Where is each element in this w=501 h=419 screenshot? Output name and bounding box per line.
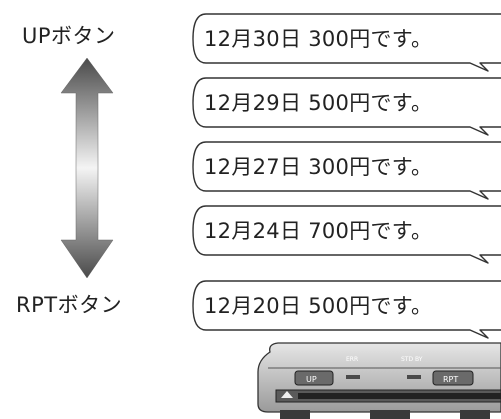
rpt-button-label: RPTボタン [16, 293, 123, 317]
message-1: 12月30日 300円です。 [204, 27, 433, 51]
speech-bubble-2 [192, 77, 501, 136]
speech-bubble-3 [192, 141, 501, 200]
err-indicator-label: ERR [346, 356, 358, 363]
stdby-indicator-label: STD BY [401, 356, 423, 363]
message-4: 12月24日 700円です。 [204, 219, 433, 243]
speech-bubble-5 [192, 280, 501, 339]
device-up-label: UP [306, 375, 317, 384]
speech-bubble-1 [192, 13, 501, 72]
message-5: 12月20日 500円です。 [204, 294, 433, 318]
speech-bubble-4 [192, 205, 501, 264]
message-3: 12月27日 300円です。 [204, 155, 433, 179]
card-slot [298, 393, 501, 399]
device-rpt-button [432, 370, 474, 386]
device-rpt-label: RPT [443, 375, 458, 384]
device-illustration: ERR STD BY UP RPT [257, 342, 501, 419]
up-button-label: UPボタン [22, 24, 116, 48]
device-up-button [294, 370, 334, 386]
eject-icon [281, 391, 293, 398]
speech-bubbles [192, 13, 501, 339]
stdby-indicator [407, 375, 421, 379]
err-indicator [346, 375, 360, 379]
message-2: 12月29日 500円です。 [204, 91, 433, 115]
scroll-direction-arrow [60, 57, 114, 279]
